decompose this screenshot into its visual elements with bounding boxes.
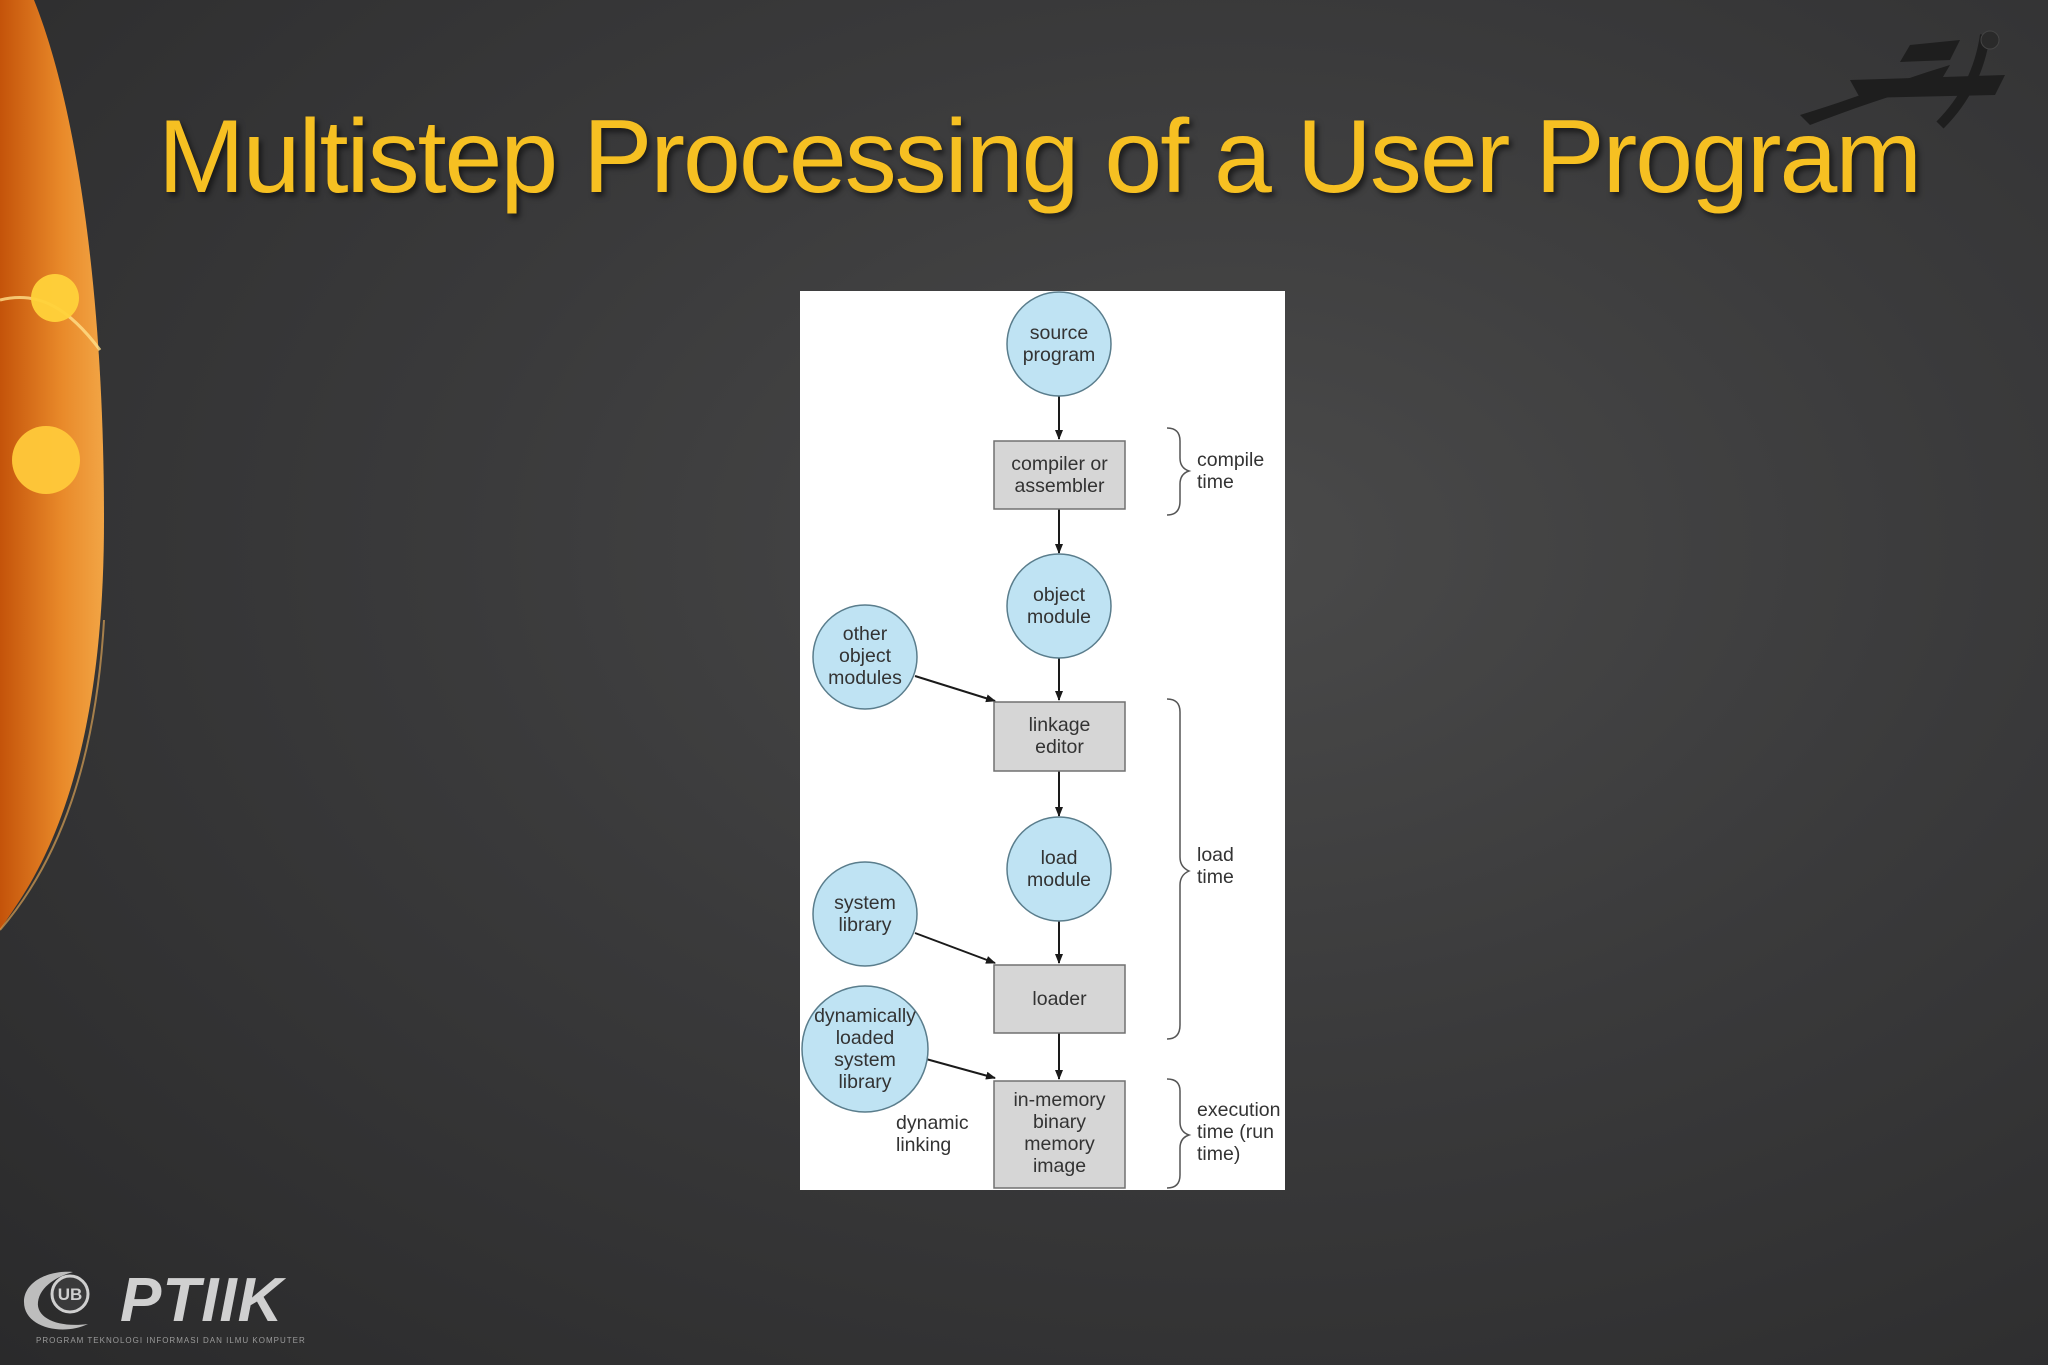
node-system-library <box>812 861 918 967</box>
multistep-processing-diagram: source program compiler or assembler obj… <box>800 291 1285 1190</box>
label-in-memory-binary-memory-image: in-memory binary memory image <box>1013 1089 1106 1177</box>
edge-other-modules-to-linkage <box>914 675 996 703</box>
diagram-graphics <box>801 291 1192 1189</box>
node-object-module <box>1006 553 1112 659</box>
ub-badge-text: UB <box>58 1285 83 1304</box>
label-compiler-or-assembler: compiler or assembler <box>1011 453 1108 497</box>
label-loader: loader <box>1032 988 1087 1010</box>
node-linkage-editor <box>993 701 1126 772</box>
label-compile-time: compile time <box>1197 449 1265 493</box>
label-source-program: source program <box>1022 322 1096 366</box>
corner-logo-icon <box>1800 30 2005 129</box>
label-other-object-modules: other object modules <box>828 623 902 689</box>
label-execution-time: execution time (run time) <box>1197 1099 1281 1165</box>
label-linkage-editor: linkage editor <box>1028 714 1091 758</box>
node-compiler-or-assembler <box>993 440 1126 510</box>
node-loader <box>993 964 1126 1034</box>
label-object-module: object module <box>1027 584 1091 628</box>
footer-brand-name: PTIIK <box>120 1266 284 1335</box>
brace-compile-time <box>1166 427 1192 516</box>
node-source-program <box>1006 291 1112 397</box>
label-dynamically-loaded-system-library: dynamically loaded system library <box>814 1005 916 1093</box>
node-other-object-modules <box>812 604 918 710</box>
node-load-module <box>1006 816 1112 922</box>
brace-load-time <box>1166 698 1191 1040</box>
label-system-library: system library <box>834 892 896 936</box>
edge-system-library-to-loader <box>914 932 996 964</box>
node-in-memory-binary-memory-image <box>993 1080 1126 1189</box>
edge-dynamic-library-to-memory-image <box>925 1058 996 1080</box>
orange-swoosh-decoration <box>0 0 105 931</box>
node-dynamically-loaded-system-library <box>801 985 929 1113</box>
label-load-module: load module <box>1027 847 1091 891</box>
slide-title: Multistep Processing of a User Program <box>158 99 1922 215</box>
brace-execution-time <box>1166 1078 1192 1189</box>
footer-brand-tagline: PROGRAM TEKNOLOGI INFORMASI DAN ILMU KOM… <box>36 1336 306 1345</box>
label-dynamic-linking: dynamic linking <box>896 1112 969 1156</box>
label-load-time: load time <box>1197 844 1234 888</box>
ub-swoosh-logo-icon: UB <box>24 1271 90 1330</box>
